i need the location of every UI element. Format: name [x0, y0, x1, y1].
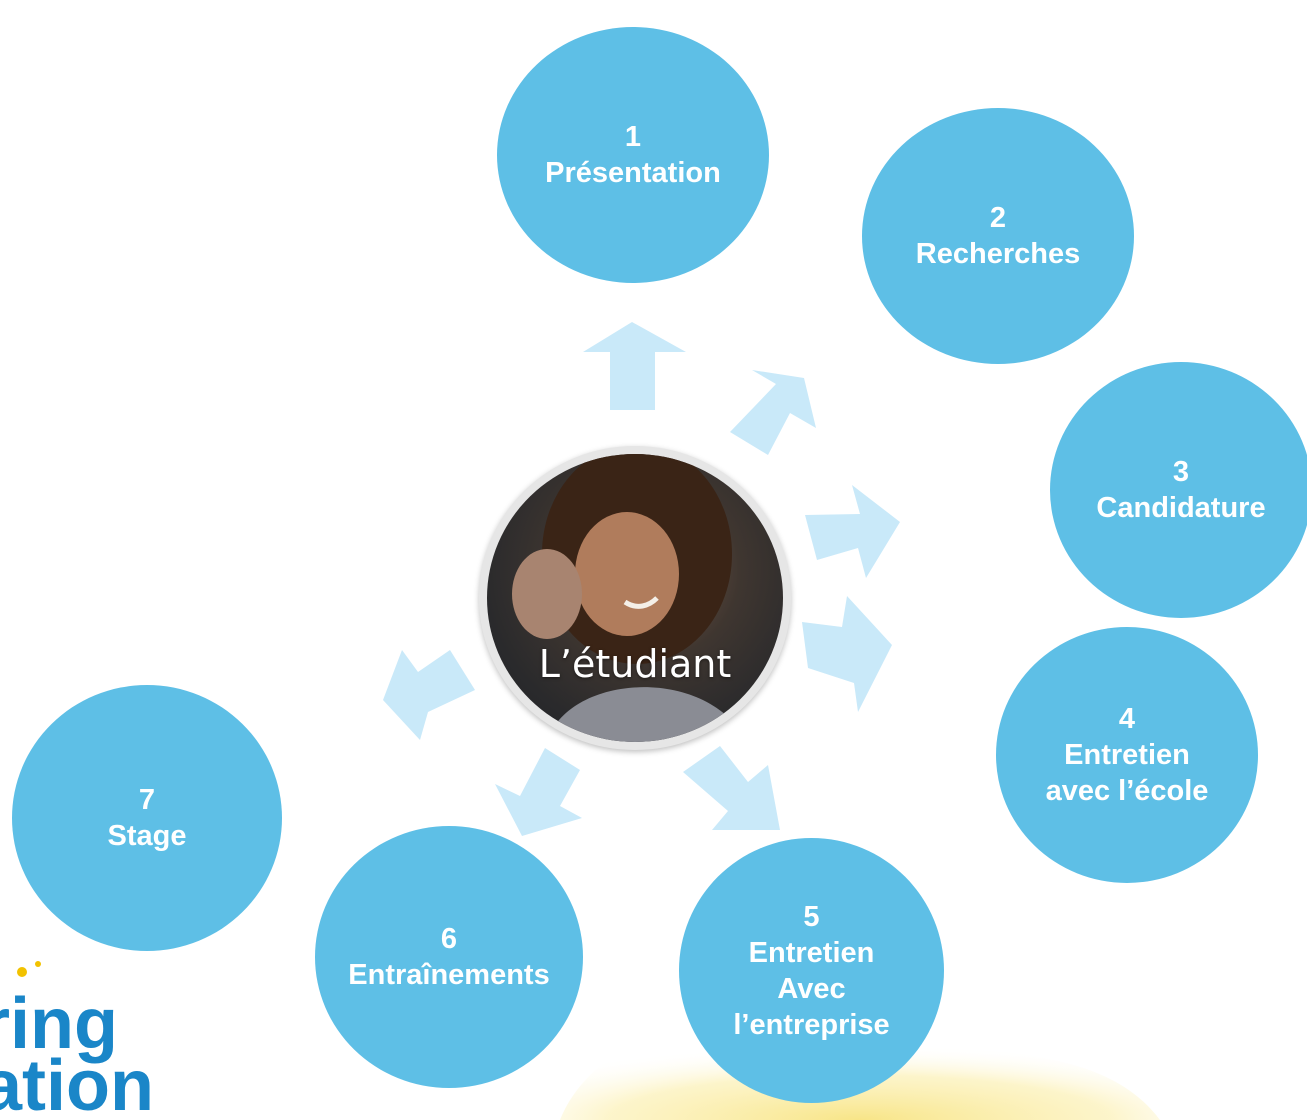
step-5-bubble: 5 Entretien Avec l’entreprise: [679, 838, 944, 1103]
step-number: 4: [1118, 703, 1136, 735]
step-title: Candidature: [1096, 492, 1266, 524]
brand-logo: ring ation: [0, 961, 154, 1120]
step-number: 6: [440, 923, 458, 955]
step-title: Entraînements: [348, 959, 550, 991]
arrow-right-icon: [805, 485, 900, 578]
step-7-bubble: 7 Stage: [12, 685, 282, 951]
step-number: 2: [989, 202, 1007, 234]
step-4-bubble: 4 Entretien avec l’école: [996, 627, 1258, 883]
center-node: L’étudiant: [479, 446, 791, 750]
logo-dot-icon: [35, 961, 41, 967]
step-title: Recherches: [915, 238, 1081, 270]
logo-text-line1: ring: [0, 984, 118, 1064]
step-title: Stage: [107, 820, 187, 852]
step-3-bubble: 3 Candidature: [1050, 362, 1307, 618]
step-title: Entretien: [1064, 739, 1190, 771]
step-number: 5: [803, 900, 820, 933]
arrow-up-right-icon: [730, 370, 816, 455]
logo-dot-icon: [17, 967, 27, 977]
center-label: L’étudiant: [538, 642, 732, 686]
logo-text-line2: ation: [0, 1046, 154, 1120]
student-photo: [487, 454, 783, 742]
step-number: 1: [624, 121, 642, 153]
arrow-down-right-icon: [683, 746, 780, 830]
step-6-bubble: 6 Entraînements: [315, 826, 583, 1088]
student-photo-image: [512, 454, 747, 742]
step-1-bubble: 1 Présentation: [497, 27, 769, 283]
arrow-right-down-icon: [802, 596, 892, 712]
arrow-down-left-icon: [383, 650, 475, 740]
arrow-up-icon: [583, 322, 686, 410]
arrow-down-icon: [495, 748, 582, 836]
step-number: 3: [1172, 456, 1190, 488]
step-title-line-2: Avec: [777, 972, 846, 1005]
step-title-line-3: l’entreprise: [733, 1008, 890, 1041]
step-title: Entretien: [748, 936, 875, 969]
step-2-bubble: 2 Recherches: [862, 108, 1134, 364]
step-title-line-2: avec l’école: [1045, 775, 1209, 807]
step-title: Présentation: [545, 157, 721, 189]
step-number: 7: [138, 784, 156, 816]
